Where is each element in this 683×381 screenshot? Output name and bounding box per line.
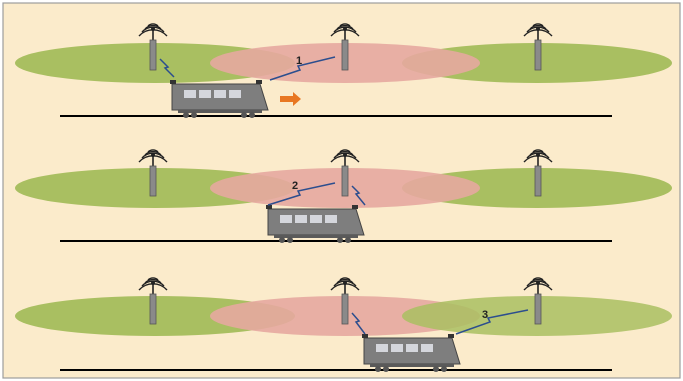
step-label: 2 bbox=[292, 180, 298, 192]
wireless-link-icon bbox=[267, 182, 336, 206]
wireless-link-icon bbox=[455, 309, 529, 335]
wireless-link-icon bbox=[351, 312, 366, 335]
train-icon bbox=[266, 205, 365, 243]
wireless-link-icon bbox=[351, 185, 366, 206]
scene-1: 1 bbox=[15, 23, 672, 118]
right-arrow-icon bbox=[280, 92, 301, 106]
scene-3: 3 bbox=[15, 277, 672, 372]
wireless-link-icon bbox=[159, 58, 175, 78]
step-label: 3 bbox=[482, 309, 488, 321]
scene-2: 2 bbox=[15, 149, 672, 243]
train-icon bbox=[170, 80, 269, 118]
step-label: 1 bbox=[296, 55, 302, 67]
wireless-link-icon bbox=[269, 56, 336, 81]
train-icon bbox=[362, 334, 461, 372]
